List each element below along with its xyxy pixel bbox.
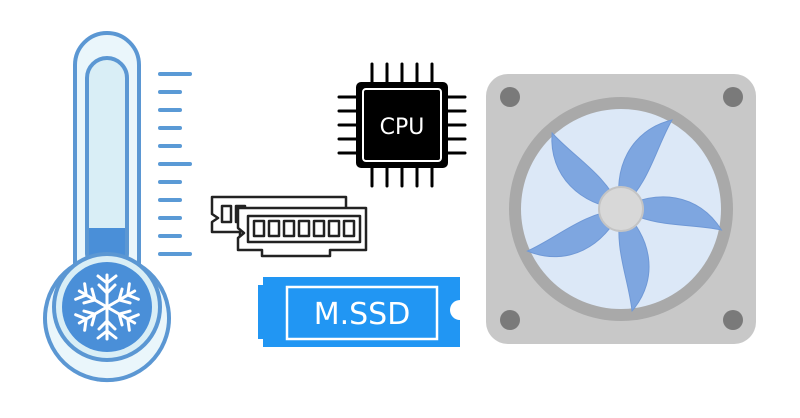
ssd-label: M.SSD: [314, 297, 411, 332]
cpu-chip-icon: CPU: [337, 62, 467, 188]
screw-icon: [500, 87, 520, 107]
screw-icon: [723, 87, 743, 107]
cpu-label: CPU: [380, 115, 425, 140]
snowflake-icon: [73, 273, 141, 341]
screw-icon: [723, 310, 743, 330]
ram-module-icon: [210, 195, 368, 258]
screw-icon: [500, 310, 520, 330]
thermometer-icon: [43, 31, 171, 383]
m2-ssd-icon: M.SSD: [250, 277, 460, 347]
cooling-fan-icon: [486, 74, 756, 344]
temperature-scale: [158, 72, 192, 256]
